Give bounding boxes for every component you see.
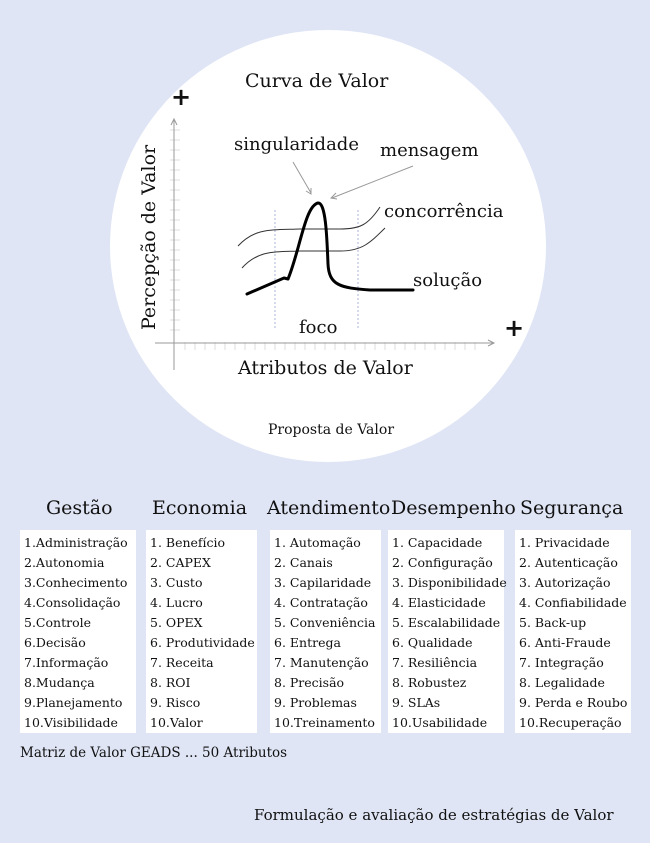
list-item: 5. Conveniência — [274, 615, 376, 630]
list-atendimento: 1. Automação 2. Canais 3. Capilaridade 4… — [270, 530, 381, 733]
list-item: 3. Capilaridade — [274, 575, 372, 590]
list-item: 8.Mudança — [24, 675, 95, 690]
list-item: 1. Benefício — [150, 535, 226, 550]
list-item: 7. Resiliência — [392, 655, 478, 670]
page-subtitle: Formulação e avaliação de estratégias de… — [254, 806, 614, 824]
list-item: 1. Automação — [274, 535, 361, 550]
focus-lines — [274, 210, 359, 330]
list-item: 9. SLAs — [392, 695, 441, 710]
list-item: 2. Autenticação — [519, 555, 618, 570]
list-item: 3. Custo — [150, 575, 203, 590]
list-item: 5. OPEX — [150, 615, 203, 630]
list-item: 8. Precisão — [274, 675, 345, 690]
x-axis-ticks — [184, 342, 476, 350]
list-item: 4. Contratação — [274, 595, 368, 610]
column-title-gestao: Gestão — [46, 497, 113, 519]
x-axis-label: Atributos de Valor — [238, 357, 413, 379]
list-economia: 1. Benefício 2. CAPEX 3. Custo 4. Lucro … — [146, 530, 257, 733]
list-item: 7. Manutenção — [274, 655, 369, 670]
list-item: 9. Problemas — [274, 695, 357, 710]
list-item: 10.Recuperação — [519, 715, 622, 730]
list-item: 7.Informação — [24, 655, 109, 670]
pointer-arrows — [292, 161, 414, 200]
list-item: 4. Lucro — [150, 595, 203, 610]
column-title-economia: Economia — [152, 497, 248, 519]
list-item: 3. Autorização — [519, 575, 611, 590]
list-item: 8. ROI — [150, 675, 191, 690]
list-item: 1. Privacidade — [519, 535, 610, 550]
diagram-title: Curva de Valor — [245, 70, 389, 92]
list-item: 10.Valor — [150, 715, 203, 730]
x-axis-plus-icon: + — [504, 314, 525, 342]
list-item: 6. Produtividade — [150, 635, 255, 650]
list-item: 5. Back-up — [519, 615, 587, 630]
label-foco: foco — [299, 317, 338, 338]
list-item: 6. Entrega — [274, 635, 341, 650]
label-singularidade: singularidade — [234, 134, 359, 155]
competitor-curves — [237, 206, 386, 269]
list-item: 2. Configuração — [392, 555, 493, 570]
list-item: 5.Controle — [24, 615, 91, 630]
y-axis-label: Percepção de Valor — [138, 144, 160, 330]
list-item: 1. Capacidade — [392, 535, 483, 550]
list-item: 9. Perda e Roubo — [519, 695, 628, 710]
y-axis-arrow — [170, 117, 178, 126]
y-axis-ticks — [170, 129, 180, 331]
list-item: 6. Qualidade — [392, 635, 473, 650]
list-item: 4. Elasticidade — [392, 595, 486, 610]
label-mensagem: mensagem — [380, 140, 479, 161]
list-item: 4.Consolidação — [24, 595, 121, 610]
list-item: 4. Confiabilidade — [519, 595, 627, 610]
list-seguranca: 1. Privacidade 2. Autenticação 3. Autori… — [515, 530, 631, 733]
value-curve-diagram — [155, 117, 496, 370]
list-item: 3. Disponibilidade — [392, 575, 507, 590]
list-item: 6. Anti-Fraude — [519, 635, 611, 650]
list-item: 8. Legalidade — [519, 675, 605, 690]
list-item: 2. Canais — [274, 555, 333, 570]
y-axis-plus-icon: + — [171, 83, 192, 111]
list-item: 7. Receita — [150, 655, 214, 670]
label-concorrencia: concorrência — [384, 201, 504, 222]
axes — [155, 117, 496, 370]
list-item: 8. Robustez — [392, 675, 467, 690]
column-title-desempenho: Desempenho — [391, 497, 516, 519]
list-item: 6.Decisão — [24, 635, 86, 650]
column-title-seguranca: Segurança — [520, 497, 624, 519]
list-item: 10.Visibilidade — [24, 715, 118, 730]
solution-curve — [245, 201, 415, 296]
label-solucao: solução — [413, 270, 483, 291]
list-item: 1.Administração — [24, 535, 128, 550]
list-desempenho: 1. Capacidade 2. Configuração 3. Disponi… — [388, 530, 507, 733]
matrix-footnote: Matriz de Valor GEADS ... 50 Atributos — [20, 745, 288, 761]
list-item: 9.Planejamento — [24, 695, 123, 710]
x-axis-arrow — [487, 339, 496, 347]
list-item: 10.Treinamento — [274, 715, 375, 730]
list-item: 10.Usabilidade — [392, 715, 488, 730]
list-item: 2. CAPEX — [150, 555, 211, 570]
diagram-caption: Proposta de Valor — [268, 422, 395, 438]
list-item: 3.Conhecimento — [24, 575, 128, 590]
list-gestao: 1.Administração 2.Autonomia 3.Conhecimen… — [20, 530, 136, 733]
column-title-atendimento: Atendimento — [267, 497, 391, 519]
list-item: 2.Autonomia — [24, 555, 105, 570]
list-item: 9. Risco — [150, 695, 201, 710]
list-item: 7. Integração — [519, 655, 604, 670]
list-item: 5. Escalabilidade — [392, 615, 501, 630]
